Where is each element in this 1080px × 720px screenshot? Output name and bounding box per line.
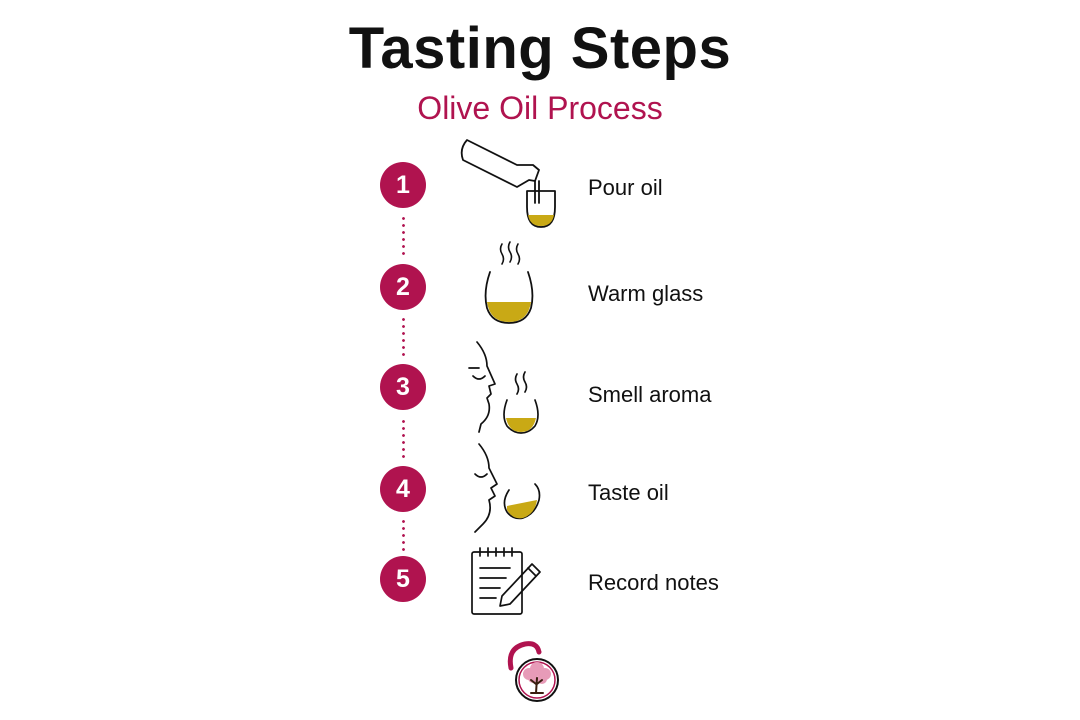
step-4-number-badge: 4 <box>380 466 426 512</box>
smell-face-icon <box>468 341 539 434</box>
step-3-label: Smell aroma <box>588 382 712 407</box>
taste-face-icon <box>474 443 541 533</box>
page-subtitle: Olive Oil Process <box>417 90 663 126</box>
page-title: Tasting Steps <box>348 16 732 81</box>
warm-glass-icon <box>484 241 534 324</box>
step-connector-2 <box>402 316 405 356</box>
step-connector-4 <box>402 518 405 554</box>
step-5-label: Record notes <box>588 570 719 595</box>
pour-bottle-icon <box>460 139 556 228</box>
step-2-number-badge: 2 <box>380 264 426 310</box>
step-1-number-badge: 1 <box>380 162 426 208</box>
step-connector-3 <box>402 418 405 458</box>
step-5-number-badge: 5 <box>380 556 426 602</box>
step-1-label: Pour oil <box>588 175 663 200</box>
step-2-label: Warm glass <box>588 281 704 306</box>
step-3-number-badge: 3 <box>380 364 426 410</box>
olive-tree-logo-icon <box>507 641 559 702</box>
notepad-pencil-icon <box>471 547 541 615</box>
step-connector-1 <box>402 215 405 255</box>
step-4-label: Taste oil <box>588 480 669 505</box>
